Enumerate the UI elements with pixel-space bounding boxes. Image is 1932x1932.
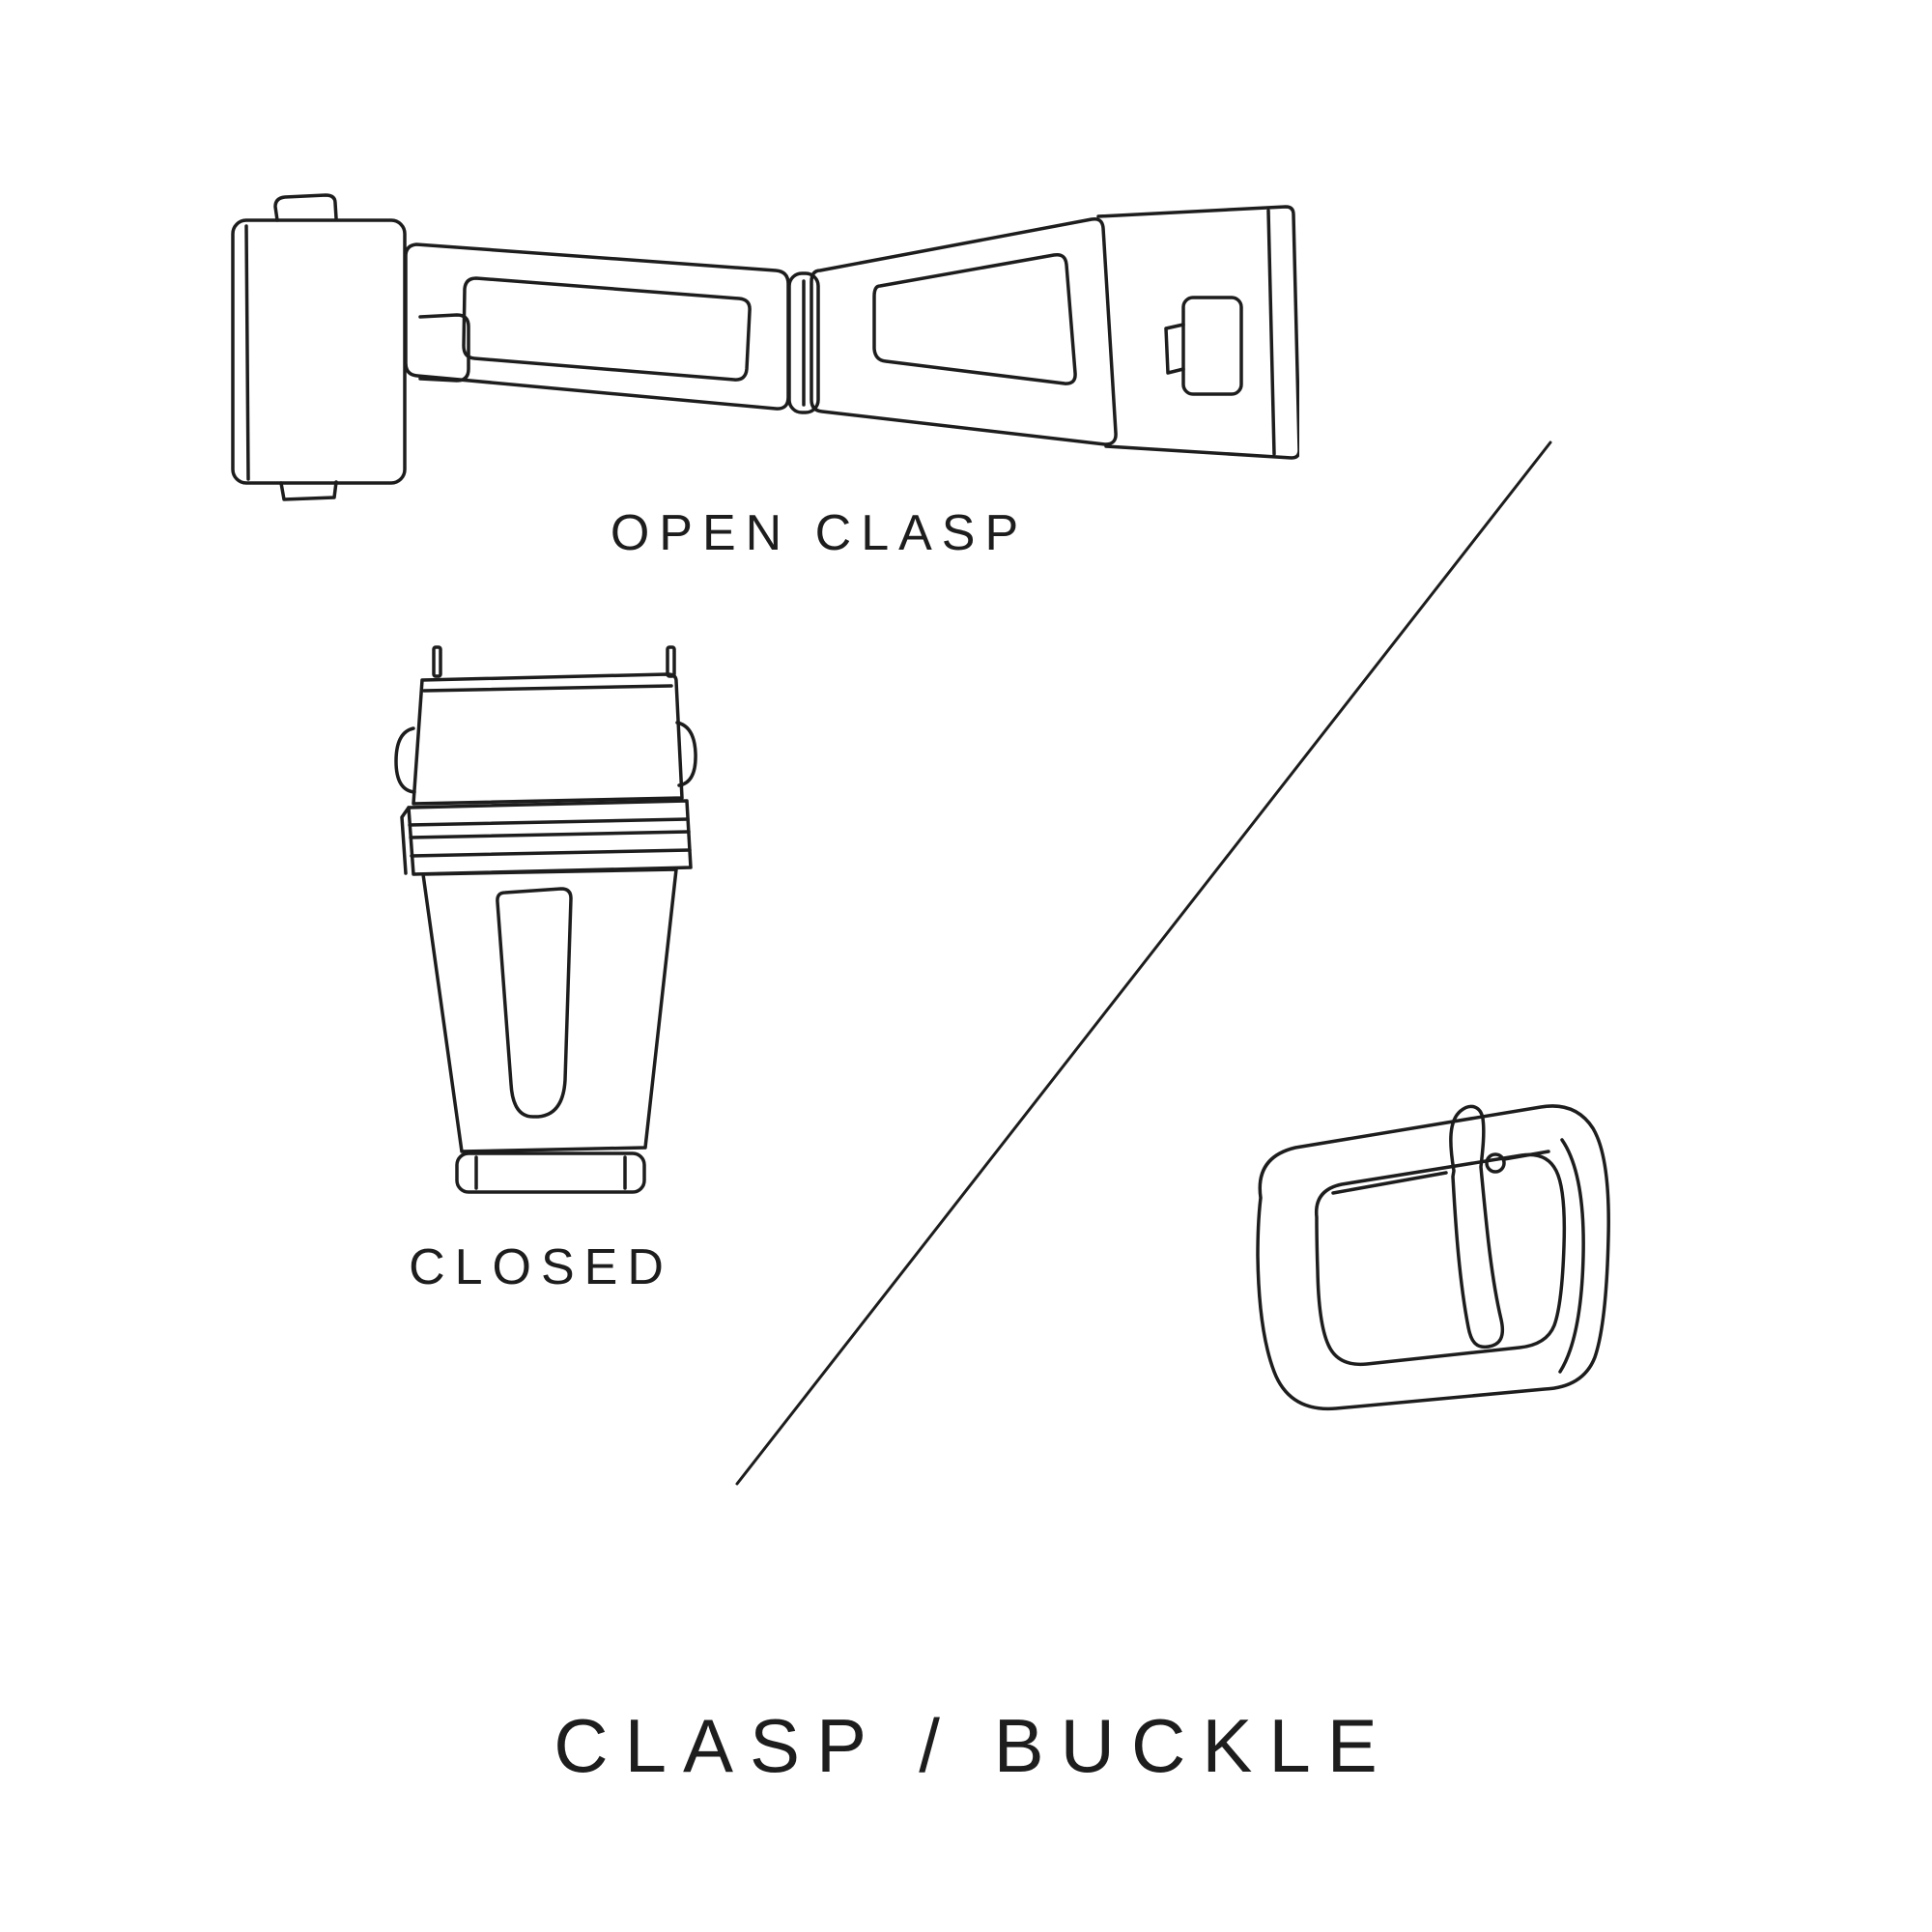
page-title: CLASP / BUCKLE: [554, 1703, 1394, 1788]
pin-buckle-illustration: [1256, 1104, 1610, 1411]
pin-buckle-figure: [1222, 1082, 1637, 1425]
open-clasp-illustration: [231, 193, 1299, 501]
open-clasp-figure: [217, 184, 1299, 507]
open-clasp-label: OPEN CLASP: [610, 505, 1029, 561]
closed-label: CLOSED: [409, 1239, 673, 1295]
closed-clasp-figure: [382, 636, 705, 1206]
diagonal-divider-line: [735, 440, 1552, 1486]
closed-clasp-illustration: [394, 645, 697, 1194]
